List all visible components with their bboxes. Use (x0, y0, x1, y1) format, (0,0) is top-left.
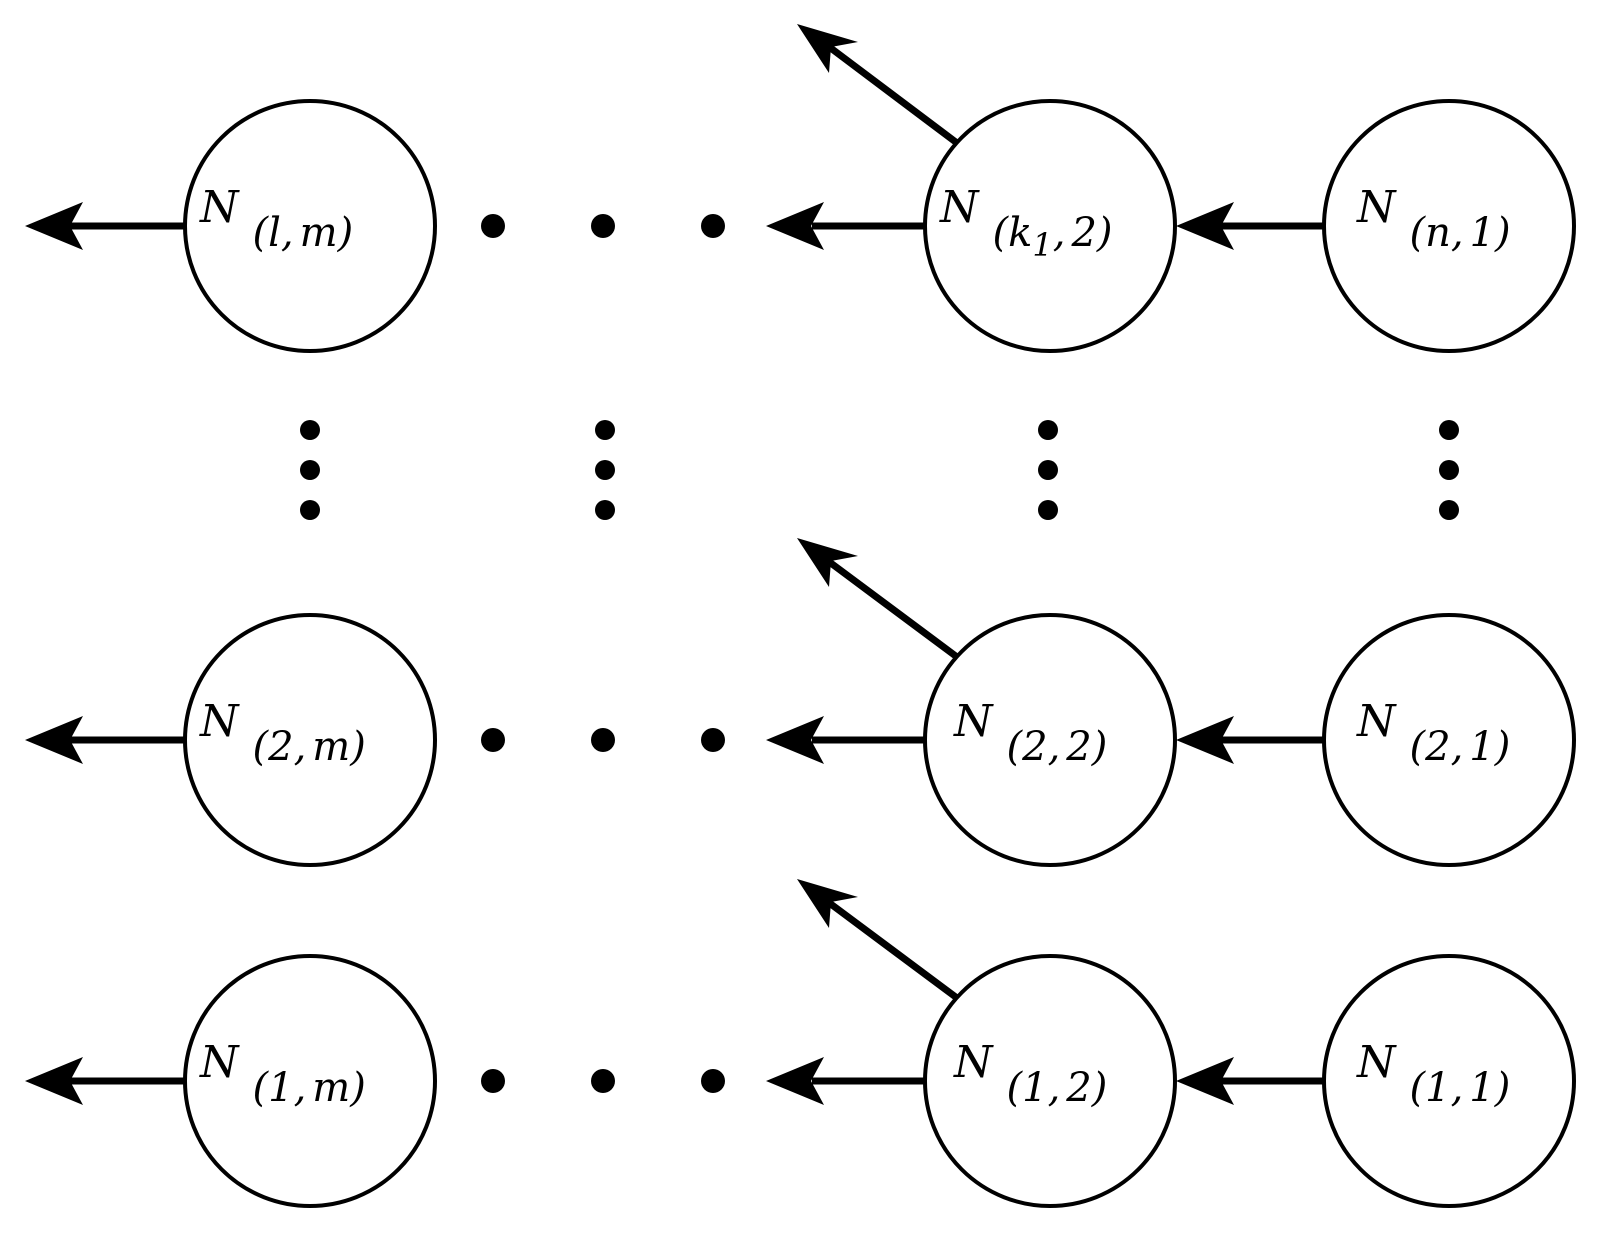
arrow-head-1-2-diag (797, 879, 858, 928)
ellipsis-dot (1439, 460, 1459, 480)
node-2-m[interactable] (183, 613, 437, 867)
arrow-head-k1-2-diag (797, 24, 858, 73)
ellipsis-dot (595, 420, 615, 440)
arrow-head-2-2-out (766, 716, 824, 764)
ellipsis-dot (481, 1069, 505, 1093)
arrow-head-1-m-out (25, 1057, 83, 1105)
node-1-2[interactable] (923, 954, 1177, 1208)
ellipsis-dot (1038, 420, 1058, 440)
ellipsis-dot (1439, 420, 1459, 440)
ellipsis-dot (300, 420, 320, 440)
node-label-1-1: N (1,1) (1356, 1037, 1510, 1111)
node-1-1[interactable] (1322, 954, 1576, 1208)
node-label-2-1: N (2,1) (1356, 696, 1510, 770)
ellipsis-dot (481, 214, 505, 238)
ellipsis-dot (591, 728, 615, 752)
node-label-n-1: N (n,1) (1356, 182, 1511, 256)
node-l-m[interactable] (183, 99, 437, 353)
arrow-head-n-1-to-k1-2 (1176, 202, 1234, 250)
arrow-head-k1-2-out (766, 202, 824, 250)
ellipsis-dot (701, 214, 725, 238)
row-l: N (l,m) N (k1,2) N (n,1) (25, 24, 1576, 353)
node-label-k1-2: N (k1,2) (939, 182, 1113, 264)
vertical-ellipses (300, 420, 1459, 520)
node-k1-2[interactable] (923, 99, 1177, 353)
ellipsis-dot (595, 460, 615, 480)
arrow-head-l-m-out (25, 202, 83, 250)
ellipsis-dot (701, 1069, 725, 1093)
ellipsis-dot (591, 1069, 615, 1093)
node-label-2-m: N (2,m) (199, 696, 366, 770)
ellipsis-dot (591, 214, 615, 238)
arrow-head-1-1-to-1-2 (1176, 1057, 1234, 1105)
ellipsis-dot (1038, 500, 1058, 520)
row-2: N (2,m) N (2,2) N (2,1) (25, 538, 1576, 867)
ellipsis-dot (300, 500, 320, 520)
node-n-1[interactable] (1322, 99, 1576, 353)
arrow-head-2-m-out (25, 716, 83, 764)
row-1: N (1,m) N (1,2) N (1,1) (25, 879, 1576, 1208)
edge-node-k1-2-diag (817, 37, 960, 146)
node-label-2-2: N (2,2) (953, 696, 1107, 770)
ellipsis-dot (595, 500, 615, 520)
node-1-m[interactable] (183, 954, 437, 1208)
ellipsis-dot (300, 460, 320, 480)
edge-node-2-2-diag (817, 552, 960, 660)
arrow-head-2-2-diag (797, 538, 858, 587)
edge-node-1-2-diag (817, 893, 960, 1001)
arrow-head-1-2-out (766, 1057, 824, 1105)
node-label-1-2: N (1,2) (953, 1037, 1107, 1111)
node-label-1-m: N (1,m) (199, 1037, 366, 1111)
node-label-l-m: N (l,m) (199, 182, 353, 256)
ellipsis-dot (481, 728, 505, 752)
arrow-head-2-1-to-2-2 (1176, 716, 1234, 764)
ellipsis-dot (1038, 460, 1058, 480)
node-2-2[interactable] (923, 613, 1177, 867)
ellipsis-dot (1439, 500, 1459, 520)
node-2-1[interactable] (1322, 613, 1576, 867)
ellipsis-dot (701, 728, 725, 752)
